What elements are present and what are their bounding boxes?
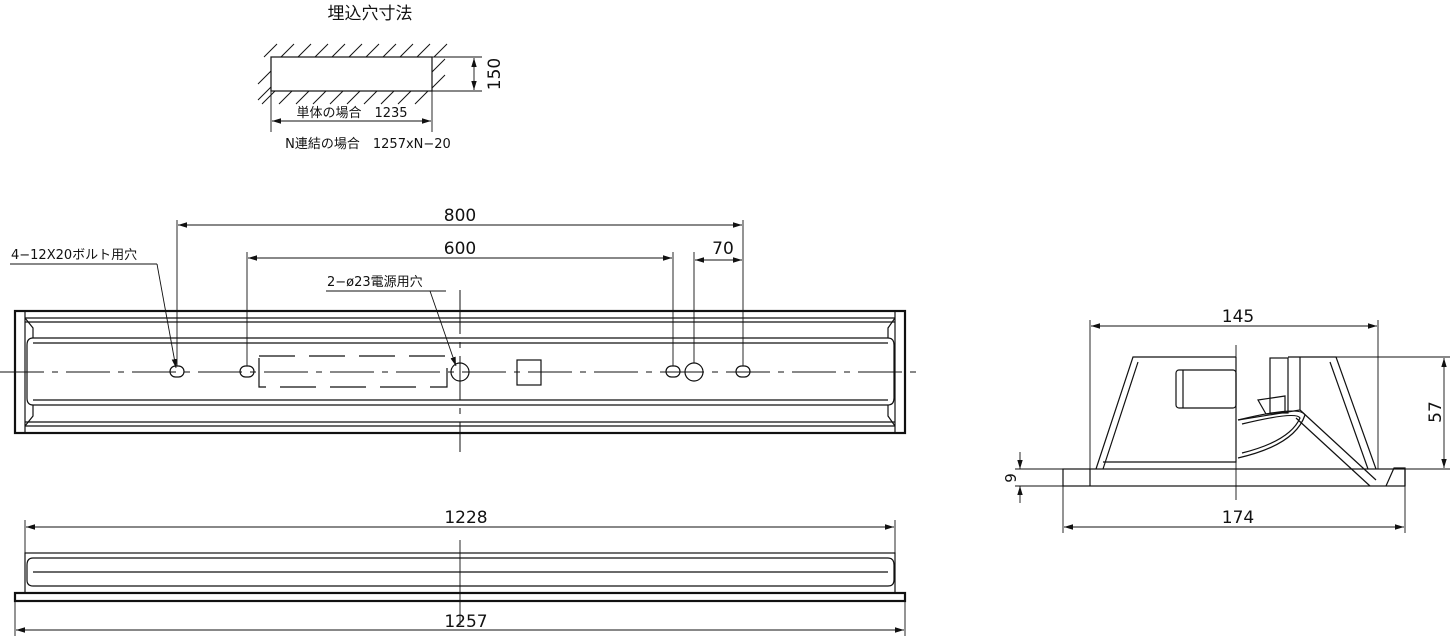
hatch-line — [365, 43, 380, 58]
hatch-line — [431, 74, 446, 89]
terminal-block — [516, 359, 542, 386]
hatch-line — [312, 90, 327, 105]
section-reflector-top — [1288, 356, 1377, 470]
plan-notch-left-top — [24, 317, 34, 338]
dim-800-label: 800 — [444, 206, 476, 226]
hatch-line — [397, 90, 412, 105]
chain-unit-label: N連結の場合 1257xN−20 — [285, 137, 451, 152]
hatch-line — [263, 43, 278, 58]
dim-1257-label: 1257 — [444, 612, 487, 632]
side-end-right — [887, 557, 895, 587]
hatch-line — [257, 86, 272, 101]
plan-notch-right-top — [887, 317, 896, 338]
section-lamp-cover-inner — [1241, 414, 1301, 454]
cutout-opening — [270, 56, 433, 92]
hatch-line — [280, 43, 295, 58]
hatch-line — [380, 90, 395, 105]
hatch-line — [329, 90, 344, 105]
section-ballast — [1175, 369, 1237, 409]
hatch-line — [314, 43, 329, 58]
side-end-left — [26, 557, 34, 587]
section-housing-left — [1095, 356, 1236, 470]
hatch-line — [399, 43, 414, 58]
hatch-line — [295, 90, 310, 105]
hatch-line — [431, 58, 446, 73]
hatch-line — [433, 43, 448, 58]
dim-174-label: 174 — [1222, 508, 1254, 528]
dim-1228-label: 1228 — [444, 508, 487, 528]
side-view: 1228 1257 — [13, 508, 907, 636]
section-lamp-holder — [1237, 357, 1301, 421]
cutout-hatching — [257, 43, 448, 105]
bolt-note-leader — [156, 263, 178, 369]
power-note-leader — [429, 290, 457, 367]
hidden-ballast-outline — [258, 355, 448, 388]
dim-145-label: 145 — [1222, 307, 1254, 327]
single-unit-label: 単体の場合 1235 — [296, 105, 407, 121]
hatch-line — [414, 90, 429, 105]
section-reflector-inner — [1329, 361, 1369, 470]
hatch-line — [331, 43, 346, 58]
hatch-line — [416, 43, 431, 58]
bolt-hole-note: 4−12X20ボルト用穴 — [11, 248, 137, 263]
section-clip — [1257, 395, 1286, 415]
plan-notch-left-bottom — [24, 405, 34, 427]
section-housing-left-inner — [1102, 361, 1139, 470]
section-lamp-cover — [1237, 410, 1306, 459]
cutout-detail: 埋込穴寸法 150 単体の場合 1235 N連結の場合 1257xN−20 — [257, 4, 505, 152]
cross-section-view: 145 57 9 174 — [1002, 307, 1450, 533]
hatch-line — [297, 43, 312, 58]
hatch-line — [278, 90, 293, 105]
dim-57-label: 57 — [1426, 401, 1446, 423]
dim-150-label: 150 — [485, 58, 505, 90]
plan-view: 800 600 70 4−12X20ボルト用穴 2−ø23電源用穴 — [0, 206, 920, 452]
hatch-line — [382, 43, 397, 58]
cutout-title: 埋込穴寸法 — [328, 4, 413, 24]
hatch-line — [348, 43, 363, 58]
section-reflector-diag — [1299, 409, 1377, 481]
section-reflector-diag2 — [1295, 417, 1371, 487]
section-right-foot — [1385, 467, 1406, 487]
hatch-line — [261, 90, 276, 105]
dim-600-label: 600 — [444, 239, 476, 259]
hatch-line — [346, 90, 361, 105]
power-hole-note: 2−ø23電源用穴 — [327, 275, 423, 290]
dim-9-label: 9 — [1002, 473, 1020, 483]
plan-notch-right-bottom — [887, 405, 896, 427]
hatch-line — [363, 90, 378, 105]
power-hole-1 — [450, 362, 470, 382]
dim-70-label: 70 — [712, 239, 734, 259]
hatch-line — [257, 70, 272, 85]
